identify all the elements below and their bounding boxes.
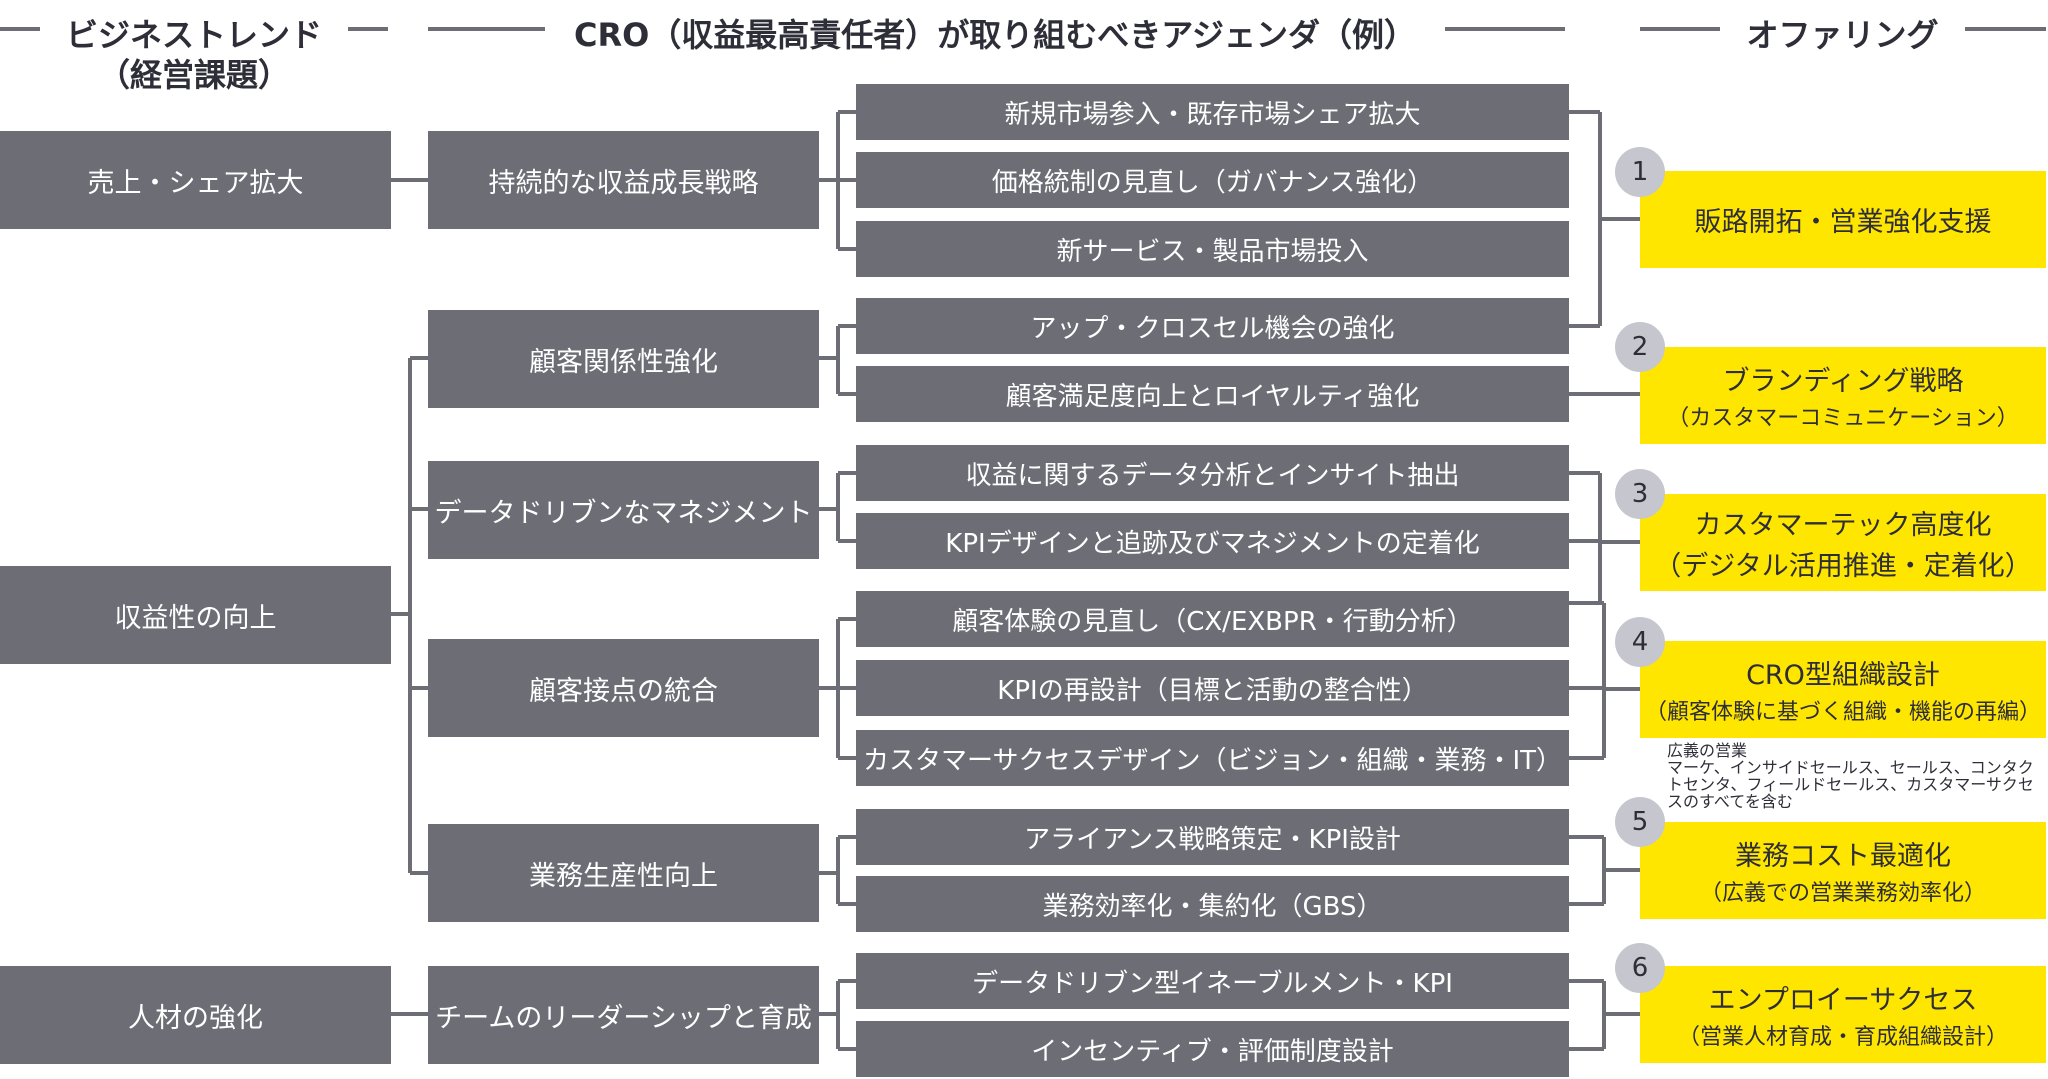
offering-subtitle: （営業人材育成・育成組織設計）: [1677, 1025, 2008, 1050]
agenda-item: KPIの再設計（目標と活動の整合性）: [856, 660, 1569, 716]
agenda-item: データドリブン型イネーブルメント・KPI: [856, 953, 1569, 1009]
offering-title: エンプロイーサクセス: [1708, 985, 1978, 1016]
header-business-trends-sub: （経営課題）: [97, 56, 290, 94]
trend-box: 売上・シェア拡大: [0, 131, 391, 229]
offering-subtitle: （カスタマーコミュニケーション）: [1667, 406, 2019, 431]
agenda-item: 顧客満足度向上とロイヤルティ強化: [856, 366, 1569, 422]
agenda-item: KPIデザインと追跡及びマネジメントの定着化: [856, 513, 1569, 569]
offering-subtitle: （顧客体験に基づく組織・機能の再編）: [1644, 700, 2041, 725]
offering-number-badge: 2: [1615, 322, 1665, 372]
note-title: 広義の営業: [1667, 741, 1748, 760]
agenda-item: 顧客体験の見直し（CX/EXBPR・行動分析）: [856, 591, 1569, 647]
agenda-item: 収益に関するデータ分析とインサイト抽出: [856, 445, 1569, 501]
strategy-box: 顧客接点の統合: [428, 639, 819, 737]
offering-box-4: CRO型組織設計 （顧客体験に基づく組織・機能の再編）: [1640, 641, 2046, 738]
header-offering: オファリング: [1746, 16, 1939, 54]
strategy-box: 顧客関係性強化: [428, 310, 819, 408]
offering-title: 業務コスト最適化: [1735, 841, 1951, 872]
agenda-item: アライアンス戦略策定・KPI設計: [856, 809, 1569, 865]
strategy-box: 持続的な収益成長戦略: [428, 131, 819, 229]
agenda-item: 新規市場参入・既存市場シェア拡大: [856, 84, 1569, 140]
agenda-item: 価格統制の見直し（ガバナンス強化）: [856, 152, 1569, 208]
agenda-item: 業務効率化・集約化（GBS）: [856, 876, 1569, 932]
offering-title: 販路開拓・営業強化支援: [1694, 207, 1992, 238]
strategy-box: 業務生産性向上: [428, 824, 819, 922]
offering-subtitle: （広義での営業業務効率化）: [1699, 881, 1986, 906]
strategy-box: データドリブンなマネジメント: [428, 461, 819, 559]
offering-title: CRO型組織設計: [1746, 660, 1940, 691]
offering-box-5: 業務コスト最適化 （広義での営業業務効率化）: [1640, 822, 2046, 919]
offering-number-badge: 3: [1615, 469, 1665, 519]
offering-box-6: エンプロイーサクセス （営業人材育成・育成組織設計）: [1640, 966, 2046, 1063]
offering-title: ブランディング戦略: [1722, 366, 1964, 397]
offering-number-badge: 4: [1615, 617, 1665, 667]
agenda-item: インセンティブ・評価制度設計: [856, 1021, 1569, 1077]
trend-box: 収益性の向上: [0, 566, 391, 664]
agenda-item: アップ・クロスセル機会の強化: [856, 298, 1569, 354]
offering-number-badge: 1: [1615, 147, 1665, 197]
offering-box-1: 販路開拓・営業強化支援: [1640, 171, 2046, 268]
offering-title: カスタマーテック高度化: [1694, 509, 1992, 541]
offering-subtitle: （デジタル活用推進・定着化）: [1654, 550, 2032, 582]
note-body: マーケ、インサイドセールス、セールス、コンタクトセンタ、フィールドセールス、カス…: [1667, 758, 2034, 811]
offering-number-badge: 6: [1615, 943, 1665, 993]
agenda-item: 新サービス・製品市場投入: [856, 221, 1569, 277]
offering-number-badge: 5: [1615, 797, 1665, 847]
agenda-item: カスタマーサクセスデザイン（ビジョン・組織・業務・IT）: [856, 730, 1569, 786]
header-cro-agenda: CRO（収益最高責任者）が取り組むべきアジェンダ（例）: [573, 16, 1417, 54]
trend-box: 人材の強化: [0, 966, 391, 1064]
strategy-box: チームのリーダーシップと育成: [428, 966, 819, 1064]
offering-box-3: カスタマーテック高度化 （デジタル活用推進・定着化）: [1640, 494, 2046, 591]
offering-box-2: ブランディング戦略 （カスタマーコミュニケーション）: [1640, 347, 2046, 444]
header-business-trends: ビジネストレンド: [65, 16, 322, 54]
sales-definition-note: 広義の営業 マーケ、インサイドセールス、セールス、コンタクトセンタ、フィールドセ…: [1667, 742, 2042, 810]
